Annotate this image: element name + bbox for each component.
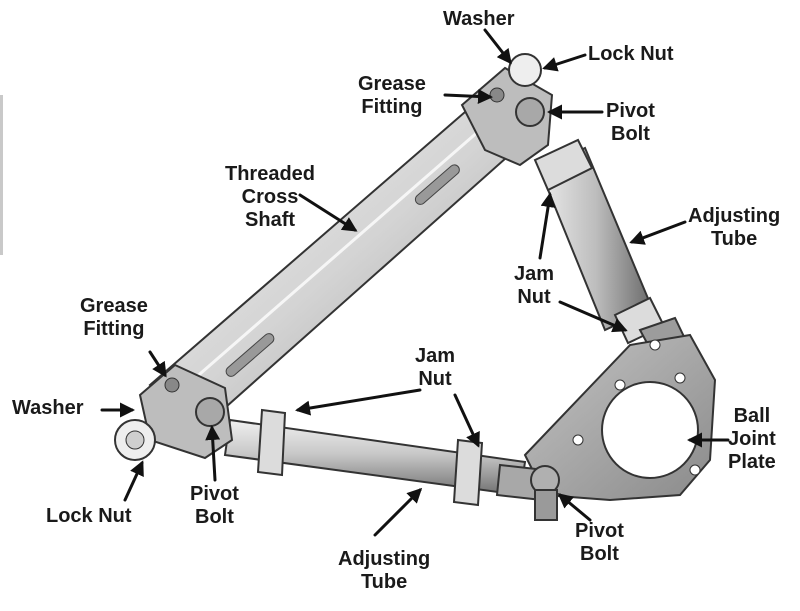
label-threaded-cross-shaft: Threaded Cross Shaft [225,163,315,232]
label-jam-nut-bottom: Jam Nut [415,345,455,391]
label-washer-left: Washer [12,397,84,419]
label-line: Nut [418,368,452,390]
label-grease-fitting-top: Grease Fitting [358,73,426,119]
label-pivot-bolt-top: Pivot Bolt [606,100,655,146]
leader-arrows [100,28,730,537]
label-pivot-bolt-right: Pivot Bolt [575,520,624,566]
label-line: Tube [710,228,758,250]
label-line: Grease [358,73,426,95]
label-line: Jam [514,263,555,285]
label-washer-top: Washer [443,8,515,30]
label-line: Bolt [195,506,234,528]
label-line: Bolt [611,123,650,145]
page-edge-line [0,95,3,255]
label-line: Grease [80,295,148,317]
label-line: Nut [517,286,551,308]
label-adjusting-tube-bottom: Adjusting Tube [338,548,430,594]
label-line: Jam [415,345,456,367]
label-line: Pivot [190,483,239,505]
label-line: Threaded [225,163,316,185]
label-lock-nut-top: Lock Nut [588,43,674,65]
label-line: Adjusting [338,548,431,570]
label-ball-joint-plate: Ball Joint Plate [728,405,776,474]
label-line: Cross [241,186,299,208]
label-lock-nut-bottom: Lock Nut [46,505,132,527]
label-adjusting-tube-right: Adjusting Tube [688,205,780,251]
label-line: Bolt [580,543,619,565]
label-line: Plate [728,451,776,473]
label-line: Joint [728,428,776,450]
label-line: Pivot [575,520,624,542]
label-line: Shaft [245,209,296,231]
label-line: Pivot [606,100,655,122]
label-line: Fitting [83,318,145,340]
label-line: Adjusting [688,205,781,227]
label-jam-nut-right: Jam Nut [514,263,554,309]
label-line: Tube [360,571,408,593]
label-pivot-bolt-left: Pivot Bolt [190,483,239,529]
bottom-adjusting-tube-part [223,408,560,521]
label-line: Ball [733,405,771,427]
label-line: Fitting [361,96,423,118]
label-grease-fitting-left: Grease Fitting [80,295,148,341]
